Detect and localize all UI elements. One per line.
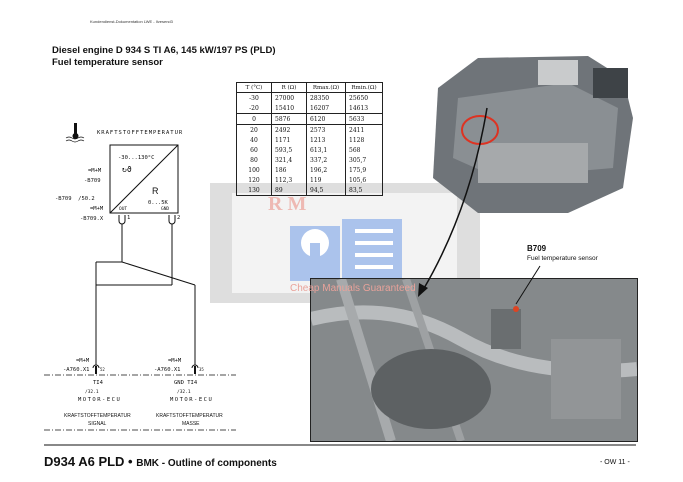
table-cell: 119 bbox=[306, 175, 346, 185]
conn-right-ref: -A760.X1 bbox=[154, 367, 181, 373]
pin-1: 1 bbox=[127, 215, 131, 221]
wiring-schematic bbox=[44, 123, 236, 431]
ref-b709x: -B709.X bbox=[80, 216, 104, 222]
conn-left-desc2: SIGNAL bbox=[88, 421, 107, 427]
table-cell: 94,5 bbox=[306, 185, 346, 196]
table-cell: 613,1 bbox=[306, 145, 346, 155]
table-cell: 1128 bbox=[345, 135, 383, 145]
table-cell: 83,5 bbox=[345, 185, 383, 196]
footer-divider bbox=[44, 444, 636, 446]
thermometer-icon bbox=[65, 123, 85, 143]
conn-right-desc2: MASSE bbox=[182, 421, 200, 427]
r-range: 0...5K bbox=[148, 200, 168, 206]
table-cell: 6120 bbox=[306, 113, 346, 125]
table-cell: 28350 bbox=[306, 92, 346, 103]
footer-section: BMK - Outline of components bbox=[136, 458, 277, 469]
table-cell: 568 bbox=[345, 145, 383, 155]
sensor-detail-photo bbox=[310, 278, 638, 442]
conn-right-desc1: KRAFTSTOFFTEMPERATUR bbox=[156, 413, 223, 419]
conn-right-loc: =M+M bbox=[168, 358, 182, 364]
footer-title: D934 A6 PLD • BMK - Outline of component… bbox=[44, 454, 277, 469]
engine-photo bbox=[418, 48, 640, 216]
page-title: Diesel engine D 934 S TI A6, 145 kW/197 … bbox=[52, 45, 276, 56]
table-cell: 196,2 bbox=[306, 165, 346, 175]
sensor-label: KRAFTSTOFFTEMPERATUR bbox=[97, 130, 184, 136]
column-header: Rmax.(Ω) bbox=[306, 82, 346, 93]
conn-left-pin: 52 bbox=[100, 367, 105, 372]
conn-left-unit: MOTOR-ECU bbox=[78, 397, 122, 403]
conn-left-ref: -A760.X1 bbox=[63, 367, 90, 373]
conn-left-loc: =M+M bbox=[76, 358, 90, 364]
table-cell: 2573 bbox=[306, 124, 346, 135]
wrench-manual-icon bbox=[290, 219, 402, 281]
conn-right-signal: GND TI4 bbox=[174, 380, 198, 386]
out-label: OUT bbox=[119, 207, 128, 212]
table-cell: 25650 bbox=[345, 92, 383, 103]
cross-ref: -B709 /50.2 bbox=[55, 196, 95, 202]
table-cell: 5633 bbox=[345, 113, 383, 125]
table-cell: 305,7 bbox=[345, 155, 383, 165]
watermark-text: Cheap Manuals Guaranteed bbox=[290, 283, 416, 294]
table-cell: 105,6 bbox=[345, 175, 383, 185]
table-cell: 16207 bbox=[306, 103, 346, 114]
page-number: - OW 11 - bbox=[600, 459, 630, 466]
conn-right-unit: MOTOR-ECU bbox=[170, 397, 214, 403]
footer-bullet: • bbox=[124, 454, 137, 469]
conn-left-page: /32.1 bbox=[85, 390, 99, 395]
r-label: R bbox=[152, 186, 159, 196]
conn-right-pin: 35 bbox=[199, 367, 204, 372]
table-cell: 337,2 bbox=[306, 155, 346, 165]
pin-2: 2 bbox=[177, 215, 181, 221]
table-cell: 2411 bbox=[345, 124, 383, 135]
temp-symbol-icon: ↻ϑ bbox=[122, 165, 132, 174]
conn-left-desc1: KRAFTSTOFFTEMPERATUR bbox=[64, 413, 131, 419]
table-cell: 1213 bbox=[306, 135, 346, 145]
column-header: Rmin.(Ω) bbox=[345, 82, 383, 93]
callout-description: Fuel temperature sensor bbox=[527, 255, 598, 262]
page-subtitle: Fuel temperature sensor bbox=[52, 57, 163, 68]
footer-model: D934 A6 PLD bbox=[44, 454, 125, 469]
table-cell: 14613 bbox=[345, 103, 383, 114]
gnd-label: GND bbox=[161, 207, 170, 212]
conn-left-signal: TI4 bbox=[93, 380, 103, 386]
table-cell: 175,9 bbox=[345, 165, 383, 175]
ref-b709: -B709 bbox=[84, 178, 101, 184]
conn-right-page: /32.1 bbox=[177, 390, 191, 395]
range-label: -30...130°C bbox=[118, 155, 155, 161]
callout-code: B709 bbox=[527, 244, 547, 253]
location-1: =M+M bbox=[88, 168, 102, 174]
watermark-letters: R M bbox=[268, 193, 307, 215]
doc-reference: Kundendienst-Dokumentation LWE - Ilvesen… bbox=[90, 19, 173, 24]
location-2: =M+M bbox=[90, 206, 104, 212]
